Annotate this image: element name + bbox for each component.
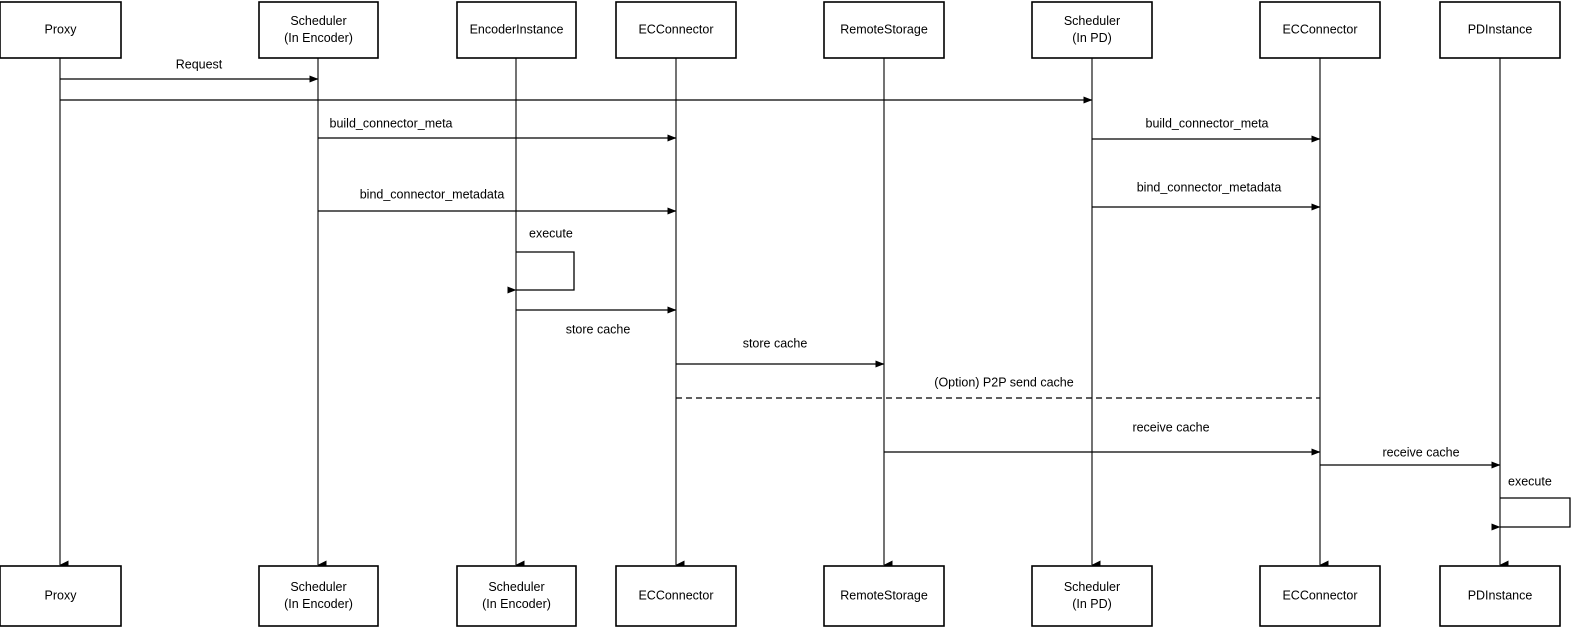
message-label-m11: receive cache (1382, 445, 1459, 459)
participant-label-scheduler_enc: Scheduler (290, 14, 346, 28)
participant-label-ecconnector_2: ECConnector (1282, 588, 1357, 602)
participant-box-remotestorage-bottom[interactable]: RemoteStorage (823, 565, 945, 627)
message-label-m10: receive cache (1132, 420, 1209, 434)
message-label-m5: bind_connector_metadata (360, 187, 505, 201)
participant-label-pdinstance: PDInstance (1468, 22, 1533, 36)
message-label-m6: bind_connector_metadata (1137, 180, 1282, 194)
participant-label-scheduler_pd: Scheduler (1064, 14, 1120, 28)
participant-box-proxy-bottom[interactable]: Proxy (0, 565, 122, 627)
self-message-label-s1: execute (529, 226, 573, 240)
participant-box-scheduler_pd-bottom[interactable]: Scheduler (In PD) (1031, 565, 1153, 627)
participant-box-ecconnector_2-top[interactable]: ECConnector (1259, 1, 1381, 59)
participant-label-encoder_inst: Scheduler (488, 580, 544, 594)
participant-box-encoder_inst-bottom[interactable]: Scheduler (In Encoder) (456, 565, 577, 627)
participant-label-scheduler_pd: (In PD) (1072, 597, 1112, 611)
self-message-label-s2: execute (1508, 474, 1552, 488)
self-message-loop-s1[interactable] (507, 251, 575, 294)
participant-box-remotestorage-top[interactable]: RemoteStorage (823, 1, 945, 59)
participant-label-scheduler_pd: (In PD) (1072, 31, 1112, 45)
participant-label-pdinstance: PDInstance (1468, 588, 1533, 602)
participant-box-ecconnector_1-bottom[interactable]: ECConnector (615, 565, 737, 627)
message-label-m7: store cache (566, 322, 631, 336)
messages-group (60, 75, 1501, 469)
participant-label-ecconnector_1: ECConnector (638, 22, 713, 36)
participant-box-ecconnector_2-bottom[interactable]: ECConnector (1259, 565, 1381, 627)
participant-label-encoder_inst: EncoderInstance (470, 22, 564, 36)
message-label-m1: Request (176, 57, 223, 71)
participant-box-pdinstance-top[interactable]: PDInstance (1439, 1, 1561, 59)
participant-label-remotestorage: RemoteStorage (840, 588, 928, 602)
participant-label-encoder_inst: (In Encoder) (482, 597, 551, 611)
participant-box-pdinstance-bottom[interactable]: PDInstance (1439, 565, 1561, 627)
message-label-m9: (Option) P2P send cache (934, 375, 1073, 389)
participant-box-scheduler_pd-top[interactable]: Scheduler (In PD) (1031, 1, 1153, 59)
lifelines-group (59, 58, 1509, 570)
participant-label-ecconnector_1: ECConnector (638, 588, 713, 602)
participant-box-scheduler_enc-top[interactable]: Scheduler (In Encoder) (258, 1, 379, 59)
bottom-participant-boxes: Proxy Scheduler (In Encoder) Scheduler (In E… (0, 565, 1561, 627)
message-label-m3: build_connector_meta (330, 116, 453, 130)
participant-box-ecconnector_1-top[interactable]: ECConnector (615, 1, 737, 59)
message-labels-group: Request build_connector_meta build_connect… (176, 57, 1460, 459)
message-label-m8: store cache (743, 336, 808, 350)
participant-box-proxy-top[interactable]: Proxy (0, 1, 122, 59)
top-participant-boxes: Proxy Scheduler (In Encoder) EncoderInstanc… (0, 1, 1561, 59)
participant-label-proxy: Proxy (45, 588, 78, 602)
participant-label-scheduler_enc: (In Encoder) (284, 31, 353, 45)
self-message-loop-s2[interactable] (1491, 497, 1571, 531)
message-label-m4: build_connector_meta (1146, 116, 1269, 130)
participant-box-encoder_inst-top[interactable]: EncoderInstance (456, 1, 577, 59)
self-messages-group: execute execute (507, 226, 1571, 531)
participant-label-remotestorage: RemoteStorage (840, 22, 928, 36)
participant-label-proxy: Proxy (45, 22, 78, 36)
participant-label-scheduler_pd: Scheduler (1064, 580, 1120, 594)
participant-label-scheduler_enc: Scheduler (290, 580, 346, 594)
participant-label-scheduler_enc: (In Encoder) (284, 597, 353, 611)
participant-box-scheduler_enc-bottom[interactable]: Scheduler (In Encoder) (258, 565, 379, 627)
participant-label-ecconnector_2: ECConnector (1282, 22, 1357, 36)
